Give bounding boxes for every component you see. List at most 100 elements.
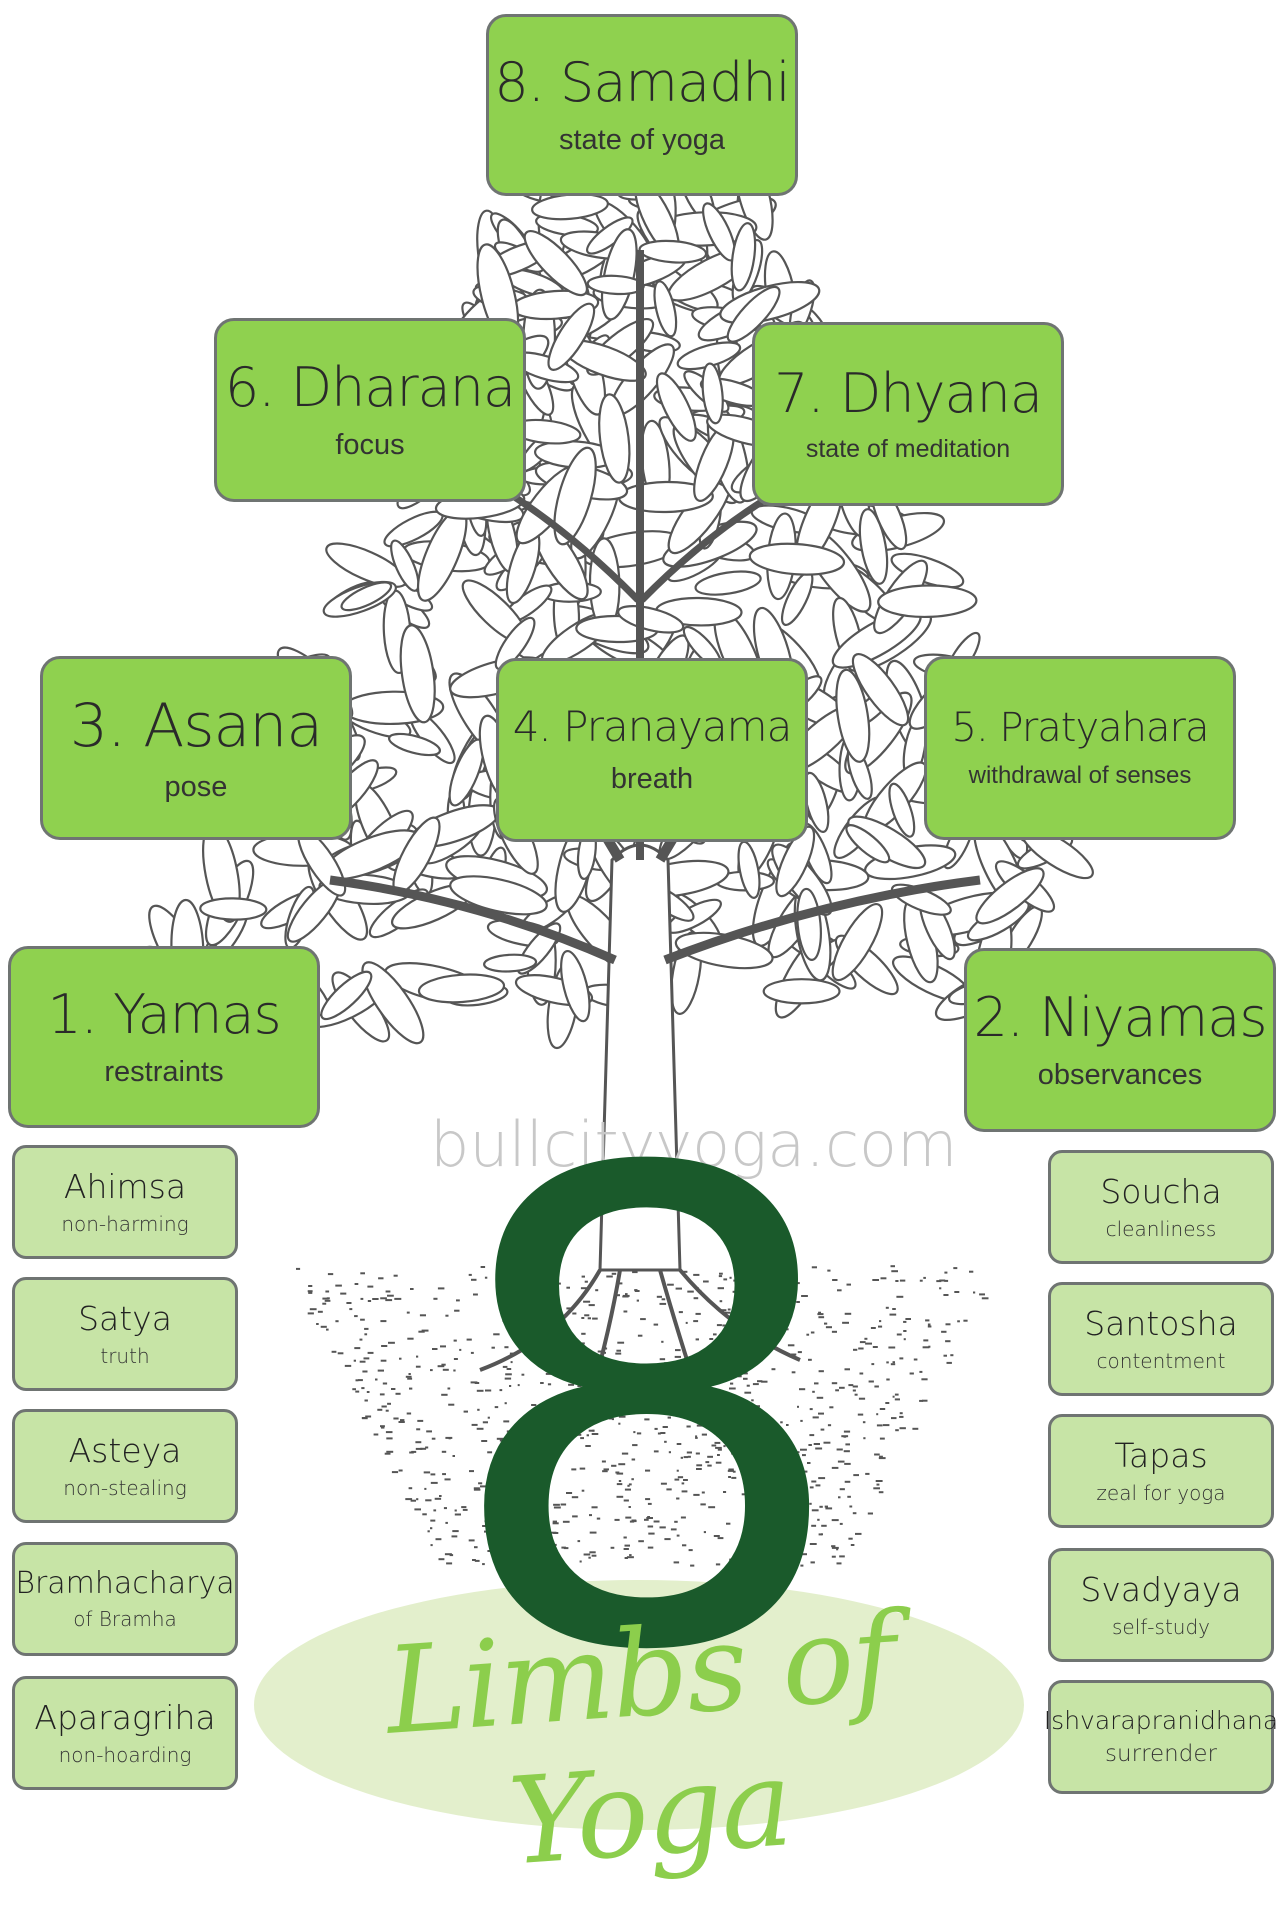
soil-speck xyxy=(733,1279,740,1282)
soil-speck xyxy=(665,1368,670,1371)
soil-speck xyxy=(735,1439,740,1442)
soil-speck xyxy=(654,1427,658,1430)
soil-speck xyxy=(441,1363,446,1366)
soil-speck xyxy=(583,1351,587,1354)
soil-speck xyxy=(355,1390,360,1393)
limb-meaning: restraints xyxy=(104,1056,224,1089)
soil-speck xyxy=(878,1491,884,1494)
soil-speck xyxy=(544,1537,552,1540)
limb-meaning: state of yoga xyxy=(558,124,726,157)
soil-speck xyxy=(732,1470,736,1473)
soil-speck xyxy=(398,1421,405,1423)
ground-ellipse xyxy=(254,1580,1024,1830)
soil-speck xyxy=(546,1470,553,1472)
soil-speck xyxy=(360,1297,364,1300)
soil-speck xyxy=(552,1520,557,1523)
soil-speck xyxy=(825,1507,833,1510)
soil-speck xyxy=(762,1462,765,1465)
limb-meaning: state of meditation xyxy=(805,435,1011,464)
soil-speck xyxy=(622,1295,629,1298)
soil-speck xyxy=(322,1297,329,1300)
soil-speck xyxy=(790,1353,797,1356)
soil-speck xyxy=(802,1454,806,1457)
soil-speck xyxy=(844,1368,850,1371)
soil-speck xyxy=(324,1299,331,1302)
soil-speck xyxy=(548,1319,553,1322)
leaf xyxy=(975,867,1045,925)
soil-speck xyxy=(579,1415,584,1418)
soil-speck xyxy=(480,1485,487,1488)
soil-speck xyxy=(899,1279,906,1282)
soil-speck xyxy=(354,1347,361,1350)
soil-speck xyxy=(627,1484,630,1487)
soil-speck xyxy=(391,1388,396,1390)
soil-speck xyxy=(511,1514,518,1517)
soil-speck xyxy=(919,1399,924,1402)
soil-speck xyxy=(738,1375,742,1378)
soil-speck xyxy=(571,1468,577,1471)
soil-speck xyxy=(608,1417,613,1420)
soil-speck xyxy=(770,1529,776,1532)
soil-speck xyxy=(496,1513,503,1516)
soil-speck xyxy=(445,1521,448,1524)
soil-speck xyxy=(763,1527,770,1530)
soil-speck xyxy=(580,1287,587,1290)
soil-speck xyxy=(852,1512,857,1515)
soil-speck xyxy=(807,1462,811,1464)
yama-name: Satya xyxy=(78,1299,172,1339)
soil-speck xyxy=(461,1506,467,1509)
soil-speck xyxy=(504,1402,507,1405)
soil-speck xyxy=(511,1478,519,1481)
soil-speck xyxy=(322,1302,327,1305)
soil-speck xyxy=(441,1393,448,1396)
soil-speck xyxy=(364,1399,368,1402)
soil-speck xyxy=(852,1385,858,1388)
soil-speck xyxy=(416,1355,419,1358)
soil-speck xyxy=(677,1476,684,1479)
soil-speck xyxy=(532,1358,539,1361)
soil-speck xyxy=(864,1337,868,1340)
soil-speck xyxy=(664,1362,670,1365)
limb-meaning: observances xyxy=(1037,1059,1203,1092)
soil-speck xyxy=(452,1530,459,1533)
soil-speck xyxy=(701,1491,705,1494)
soil-speck xyxy=(674,1355,681,1358)
watermark: bullcityyoga.com xyxy=(430,1108,958,1181)
soil-speck xyxy=(424,1487,427,1490)
soil-speck xyxy=(614,1518,620,1521)
soil-speck xyxy=(875,1480,883,1482)
soil-speck xyxy=(545,1319,551,1322)
soil-speck xyxy=(816,1396,824,1399)
soil-speck xyxy=(349,1308,353,1311)
soil-speck xyxy=(786,1272,790,1275)
soil-speck xyxy=(882,1424,890,1427)
soil-speck xyxy=(943,1354,947,1357)
soil-speck xyxy=(928,1345,931,1348)
soil-speck xyxy=(498,1543,505,1546)
soil-speck xyxy=(713,1535,720,1537)
soil-speck xyxy=(868,1380,874,1383)
soil-speck xyxy=(778,1448,785,1451)
soil-speck xyxy=(939,1279,946,1282)
soil-speck xyxy=(728,1468,734,1471)
soil-speck xyxy=(443,1507,447,1510)
soil-speck xyxy=(473,1293,478,1296)
soil-speck xyxy=(742,1372,748,1375)
soil-speck xyxy=(801,1470,808,1473)
soil-speck xyxy=(674,1520,678,1523)
soil-speck xyxy=(880,1277,887,1280)
soil-speck xyxy=(471,1278,477,1281)
soil-speck xyxy=(556,1564,559,1567)
soil-speck xyxy=(831,1519,839,1522)
limb-dharana: 6. Dharana focus xyxy=(214,318,526,502)
soil-speck xyxy=(562,1520,570,1523)
soil-speck xyxy=(524,1510,527,1513)
leaf xyxy=(560,949,591,1023)
soil-speck xyxy=(890,1363,896,1366)
soil-speck xyxy=(587,1317,591,1320)
soil-speck xyxy=(591,1506,598,1509)
soil-speck xyxy=(435,1538,442,1541)
soil-speck xyxy=(618,1386,621,1389)
soil-speck xyxy=(876,1483,880,1486)
soil-speck xyxy=(372,1298,379,1300)
